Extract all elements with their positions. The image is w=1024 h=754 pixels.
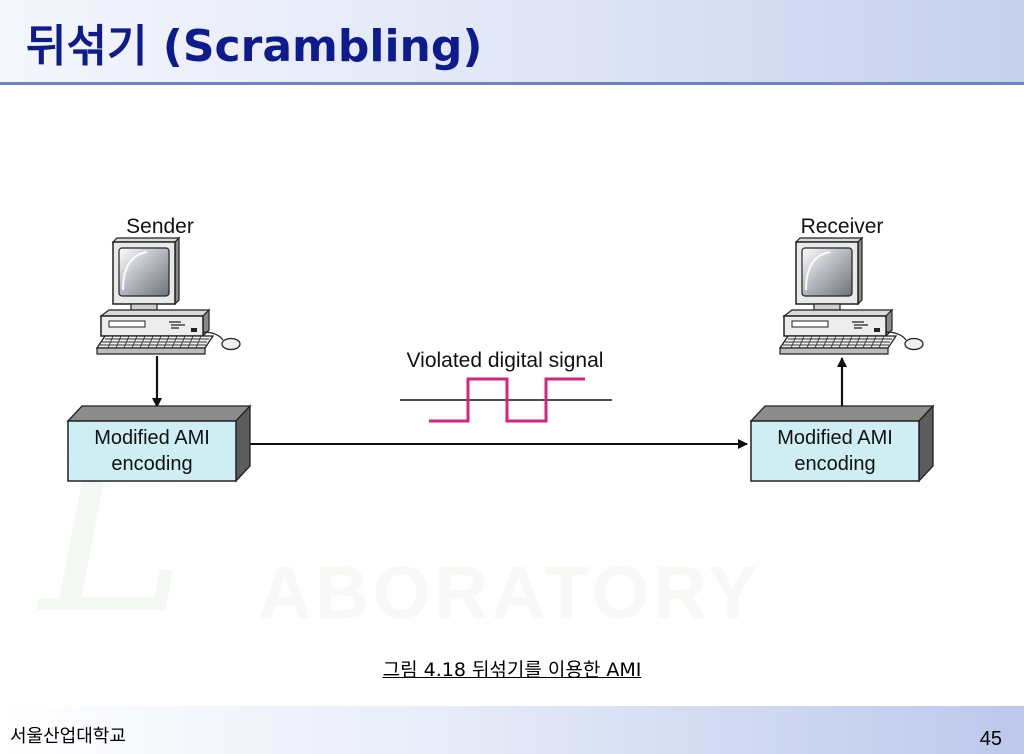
receiver-computer-icon (779, 237, 924, 355)
sender-encoder-box: Modified AMI encoding (66, 404, 252, 483)
page-number: 45 (979, 728, 1002, 750)
receiver-encoder-line2: encoding (794, 453, 875, 475)
receiver-encoder-line1: Modified AMI (777, 427, 893, 449)
figure-caption: 그림 4.18 뒤섞기를 이용한 AMI (382, 659, 642, 681)
signal-label: Violated digital signal (407, 349, 604, 372)
receiver-label: Receiver (801, 215, 884, 238)
slide-title: 뒤섞기 (Scrambling) (26, 21, 483, 72)
title-bar (0, 0, 1024, 82)
sender-label: Sender (126, 215, 194, 238)
svg-text:ABORATORY: ABORATORY (258, 551, 761, 634)
footer-bar (0, 706, 1024, 754)
signal-waveform (429, 377, 585, 423)
sender-encoder-line1: Modified AMI (94, 427, 210, 449)
footer-school-name: 서울산업대학교 (10, 726, 126, 747)
sender-encoder-line2: encoding (111, 453, 192, 475)
title-underline (0, 82, 1024, 85)
sender-computer-icon (96, 237, 241, 355)
receiver-encoder-box: Modified AMI encoding (749, 404, 935, 483)
